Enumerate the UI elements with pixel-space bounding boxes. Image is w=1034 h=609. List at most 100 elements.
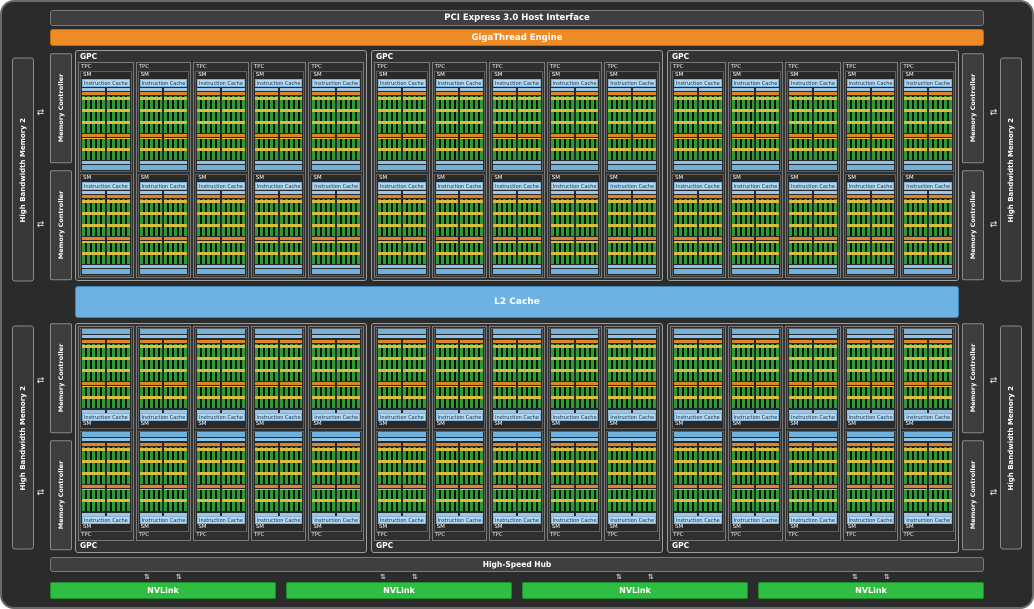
texture-cache-bar [312,438,360,441]
warp-scheduler-row [378,195,426,198]
sm-block: SMInstruction Cache [138,328,190,429]
shared-memory-bar [608,329,656,334]
tpc-label: TPC [549,532,601,539]
warp-scheduler-row [493,382,541,385]
sm-block: SMInstruction Cache [138,431,190,532]
updown-arrow-icon: ⇅ [616,573,622,582]
core-columns [197,344,220,381]
warp-scheduler-row [551,485,599,488]
scheduler-segment [756,195,779,198]
core-columns [699,138,722,160]
instruction-buffer-row [436,88,484,91]
memory-controller-bar: Memory Controller [50,53,72,163]
warp-scheduler-row [904,134,952,137]
buffer-segment [312,88,335,91]
scheduler-segment [518,485,541,488]
leftright-arrow-icon: ⇄ [990,221,998,230]
warp-scheduler-row [436,443,484,446]
warp-scheduler-row [493,443,541,446]
scheduler-segment [633,134,656,137]
core-columns [164,489,187,511]
core-columns [814,386,837,408]
buffer-segment [164,191,187,194]
texture-cache-bar [312,265,360,268]
instruction-cache-bar: Instruction Cache [197,79,245,87]
shared-memory-bar [847,269,895,274]
core-columns [814,241,837,263]
core-columns [929,199,952,236]
scheduler-segment [518,237,541,240]
sm-block: SMInstruction Cache [434,71,486,172]
core-grid-upper [436,199,484,236]
buffer-segment [872,88,895,91]
gpc-block: GPCTPCSMInstruction CacheSMInstruction C… [75,50,367,281]
core-grid-lower [493,241,541,263]
sm-stack: SMInstruction CacheSMInstruction Cache [376,71,428,276]
texture-cache-bar [732,438,780,441]
core-columns [82,138,105,160]
scheduler-segment [732,340,755,343]
warp-scheduler-row [82,92,130,95]
core-columns [107,241,130,263]
core-grid-lower [732,386,780,408]
sm-block: SMInstruction Cache [310,71,362,172]
instruction-buffer-row [436,191,484,194]
sm-label: SM [435,175,485,182]
instruction-cache-bar: Instruction Cache [378,413,426,421]
shared-memory-bar [378,269,426,274]
warp-scheduler-row [197,92,245,95]
core-columns [608,138,631,160]
shared-memory-bar [312,165,360,170]
texture-cache-bar [674,265,722,268]
sm-label: SM [196,524,246,531]
scheduler-segment [312,92,335,95]
scheduler-segment [280,340,303,343]
scheduler-segment [436,382,459,385]
texture-cache-bar [493,335,541,338]
memory-controller-bar: Memory Controller [962,53,984,163]
sm-stack: SMInstruction CacheSMInstruction Cache [138,71,190,276]
scheduler-segment [904,485,927,488]
core-columns [493,447,516,484]
scheduler-segment [378,195,401,198]
buffer-segment [674,191,697,194]
texture-cache-bar [197,335,245,338]
warp-scheduler-row [847,237,895,240]
warp-scheduler-row [732,485,780,488]
core-grid-upper [551,344,599,381]
gpc-label: GPC [670,52,956,62]
sm-block: SMInstruction Cache [672,174,724,275]
sm-stack: SMInstruction CacheSMInstruction Cache [80,71,132,276]
sm-block: SMInstruction Cache [310,328,362,429]
core-grid-lower [436,138,484,160]
scheduler-segment [551,340,574,343]
core-columns [280,344,303,381]
scheduler-segment [107,134,130,137]
scheduler-segment [436,237,459,240]
core-grid-lower [847,241,895,263]
buffer-segment [337,191,360,194]
core-columns [847,344,870,381]
tpc-strip: TPCSMInstruction CacheSMInstruction Cach… [374,326,660,542]
core-grid-lower [732,241,780,263]
core-grid-upper [312,447,360,484]
warp-scheduler-row [904,382,952,385]
scheduler-segment [197,195,220,198]
core-columns [756,96,779,133]
core-columns [872,386,895,408]
tpc-label: TPC [672,532,724,539]
core-grid-lower [789,138,837,160]
core-columns [732,96,755,133]
texture-cache-bar [197,161,245,164]
tpc-label: TPC [253,64,305,71]
instruction-cache-bar: Instruction Cache [255,516,303,524]
tpc-block: TPCSMInstruction CacheSMInstruction Cach… [193,62,249,278]
sm-label: SM [903,175,953,182]
hbm2-bar: High Bandwidth Memory 2 [1000,326,1022,550]
tpc-strip: TPCSMInstruction CacheSMInstruction Cach… [374,62,660,278]
core-columns [699,344,722,381]
core-columns [107,344,130,381]
scheduler-segment [222,195,245,198]
texture-cache-bar [378,265,426,268]
warp-scheduler-row [732,340,780,343]
